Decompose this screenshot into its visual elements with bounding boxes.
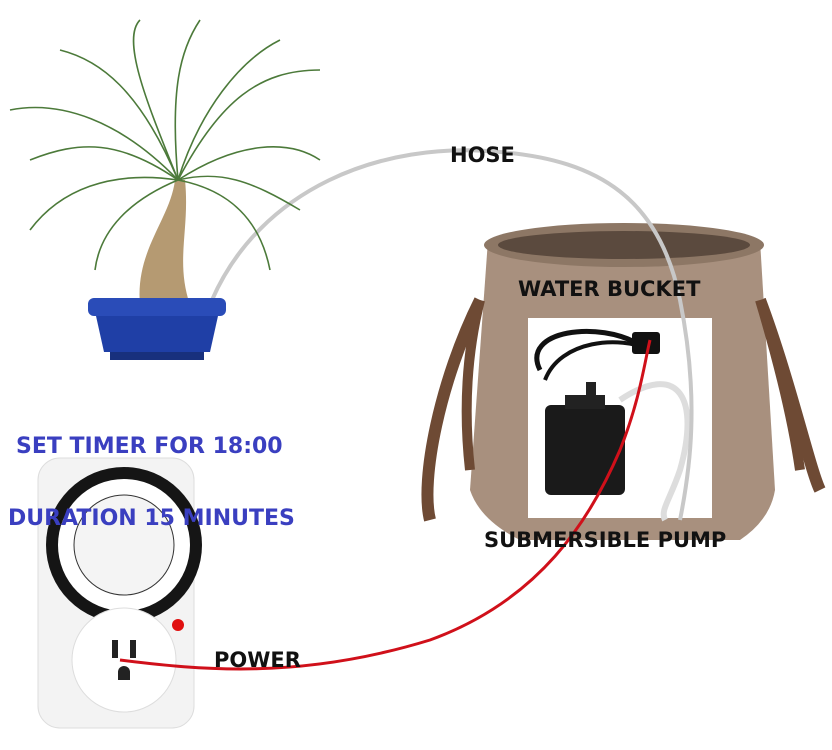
water-bucket-label: WATER BUCKET (518, 277, 701, 301)
submersible-pump-label: SUBMERSIBLE PUMP (484, 528, 727, 552)
timer-setting-label: SET TIMER FOR 18:00 (16, 434, 283, 459)
mechanical-timer-outlet (37, 457, 202, 729)
duration-label: DURATION 15 MINUTES (8, 506, 295, 531)
ponytail-palm-plant (9, 19, 321, 305)
power-label: POWER (214, 648, 301, 672)
blue-bonsai-pot (88, 298, 226, 360)
submersible-pump (528, 318, 712, 522)
hose-label: HOSE (450, 143, 515, 167)
hose-line (210, 148, 694, 521)
power-cable (119, 339, 652, 671)
